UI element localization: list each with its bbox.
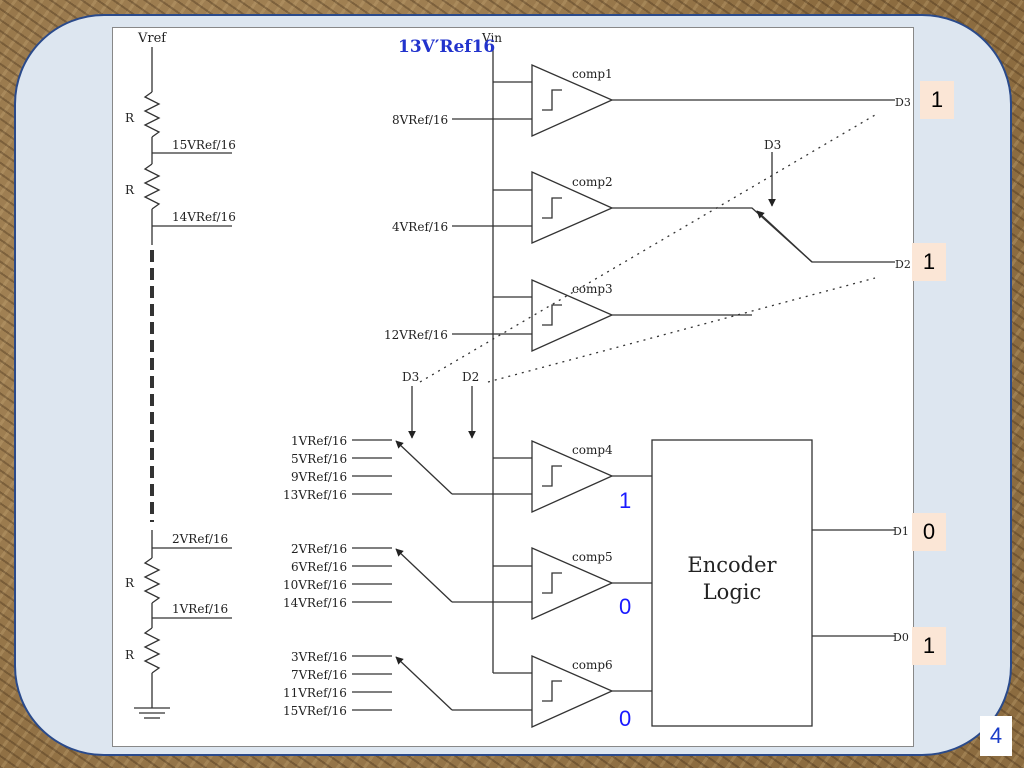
mux-input-label: 1VRef/16 xyxy=(291,434,347,448)
ladder-tap-label: 15VRef/16 xyxy=(172,138,236,152)
encoder-label-line1: Encoder xyxy=(687,553,777,577)
mux-input-label: 9VRef/16 xyxy=(291,470,347,484)
comparator-1 xyxy=(531,64,614,138)
mux-input-label: 11VRef/16 xyxy=(283,686,347,700)
resistor-label: R xyxy=(125,648,135,662)
comparator-label: comp2 xyxy=(572,175,613,189)
mux-input-label: 6VRef/16 xyxy=(291,560,347,574)
output-value-d2: 1 xyxy=(912,243,946,281)
select-label: D2 xyxy=(462,370,479,384)
resistor-label: R xyxy=(125,183,135,197)
select-label: D3 xyxy=(764,138,781,152)
comparator-2 xyxy=(531,170,614,244)
reference-label: 8VRef/16 xyxy=(392,113,448,127)
mux-input-label: 14VRef/16 xyxy=(283,596,347,610)
reference-label: 12VRef/16 xyxy=(384,328,448,342)
diagram-sheet xyxy=(112,27,914,747)
ladder-tap-label: 1VRef/16 xyxy=(172,602,228,616)
output-value-d0: 1 xyxy=(912,627,946,665)
ladder-tap-label: 14VRef/16 xyxy=(172,210,236,224)
page-number: 4 xyxy=(980,716,1012,756)
mux-input-label: 2VRef/16 xyxy=(291,542,347,556)
output-label: D1 xyxy=(893,525,909,538)
encoder-label-line2: Logic xyxy=(703,580,762,604)
vin-label: Vin xyxy=(481,31,502,45)
output-label: D0 xyxy=(893,631,909,644)
mux-input-label: 10VRef/16 xyxy=(283,578,347,592)
comparator-6 xyxy=(531,655,614,729)
mux-input-label: 13VRef/16 xyxy=(283,488,347,502)
ladder-tap-label: 2VRef/16 xyxy=(172,532,228,546)
comparator-3 xyxy=(531,279,614,353)
reference-label: 4VRef/16 xyxy=(392,220,448,234)
comparator-label: comp3 xyxy=(572,282,613,296)
encoder-logic-block xyxy=(651,439,813,727)
mux-input-label: 7VRef/16 xyxy=(291,668,347,682)
mux-input-label: 5VRef/16 xyxy=(291,452,347,466)
output-value-d3: 1 xyxy=(920,81,954,119)
comparator-5 xyxy=(531,547,614,621)
resistor-3 xyxy=(143,557,161,604)
resistor-1 xyxy=(143,91,161,138)
comparator-label: comp4 xyxy=(572,443,613,457)
output-value-d1: 0 xyxy=(912,513,946,551)
mux-input-label: 15VRef/16 xyxy=(283,704,347,718)
comparator-output-value: 0 xyxy=(619,706,632,731)
comparator-4 xyxy=(531,440,614,514)
vref-label: Vref xyxy=(137,31,167,46)
mux-input-label: 3VRef/16 xyxy=(291,650,347,664)
resistor-2 xyxy=(143,163,161,210)
resistor-4 xyxy=(143,627,161,674)
comparator-label: comp1 xyxy=(572,67,613,81)
output-label: D2 xyxy=(895,258,911,271)
resistor-label: R xyxy=(125,111,135,125)
comparator-output-value: 0 xyxy=(619,594,632,619)
resistor-label: R xyxy=(125,576,135,590)
comparator-label: comp6 xyxy=(572,658,613,672)
input-value-label: 13V′Ref16 xyxy=(398,37,495,57)
comparator-label: comp5 xyxy=(572,550,613,564)
output-label: D3 xyxy=(895,96,911,109)
select-label: D3 xyxy=(402,370,419,384)
comparator-output-value: 1 xyxy=(619,488,632,513)
